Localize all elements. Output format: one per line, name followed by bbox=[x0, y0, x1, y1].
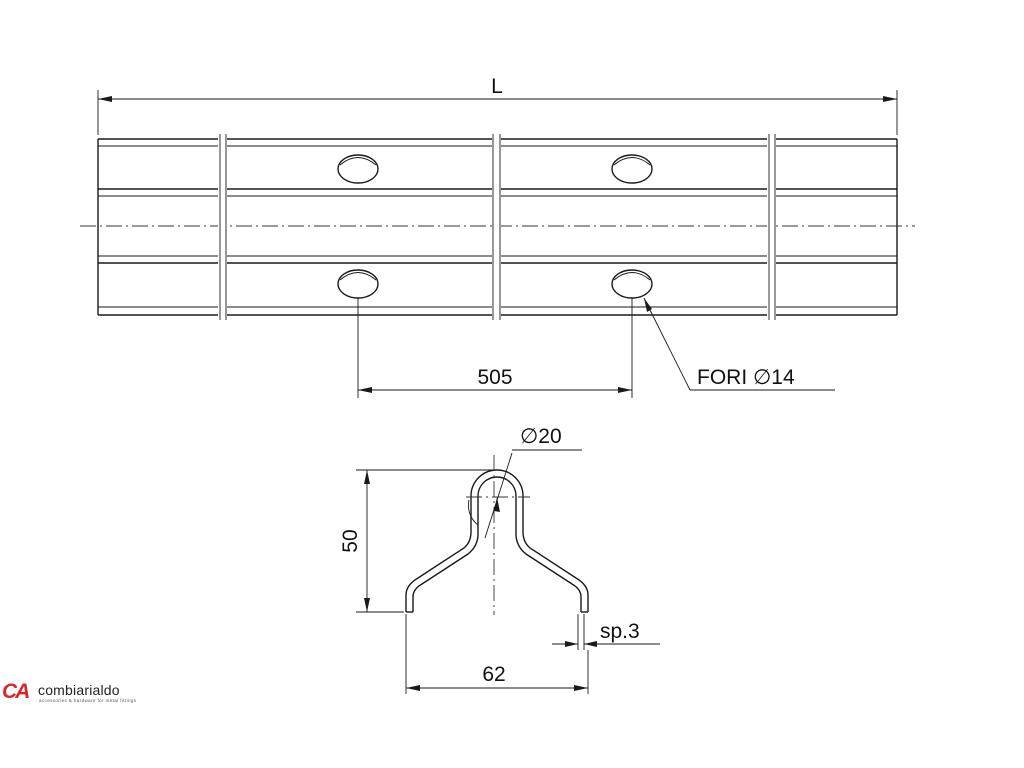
holes-leader: FORI ∅14 bbox=[643, 297, 835, 391]
hole-lower-right bbox=[611, 269, 653, 299]
width-dimension: 62 bbox=[405, 614, 589, 694]
section-view: ∅20 50 sp.3 62 bbox=[339, 425, 660, 694]
hole-upper-right bbox=[611, 154, 653, 184]
length-dimension: L bbox=[97, 75, 898, 135]
hole-lower-left bbox=[337, 269, 379, 299]
logo-mark: CA bbox=[2, 680, 30, 703]
width-label: 62 bbox=[482, 663, 505, 686]
break-lines bbox=[218, 134, 776, 320]
diameter-label: ∅20 bbox=[520, 425, 562, 448]
height-dimension: 50 bbox=[339, 469, 497, 613]
diameter-dimension: ∅20 bbox=[484, 425, 582, 539]
holes-label: FORI ∅14 bbox=[697, 366, 795, 389]
thickness-dimension: sp.3 bbox=[552, 614, 660, 650]
bend-circle bbox=[468, 499, 479, 526]
thickness-label: sp.3 bbox=[600, 620, 640, 643]
hole-upper-left bbox=[337, 154, 379, 184]
top-view: L bbox=[80, 75, 915, 398]
hole-spacing-dimension: 505 bbox=[357, 298, 633, 398]
omega-profile bbox=[405, 469, 589, 613]
company-logo: CA combiarialdo accessories & hardware f… bbox=[2, 680, 177, 706]
logo-name: combiarialdo bbox=[38, 682, 120, 698]
length-label: L bbox=[491, 75, 503, 98]
hole-spacing-label: 505 bbox=[477, 366, 512, 389]
logo-tagline: accessories & hardware for metal fitting… bbox=[39, 698, 137, 703]
height-label: 50 bbox=[339, 529, 362, 552]
